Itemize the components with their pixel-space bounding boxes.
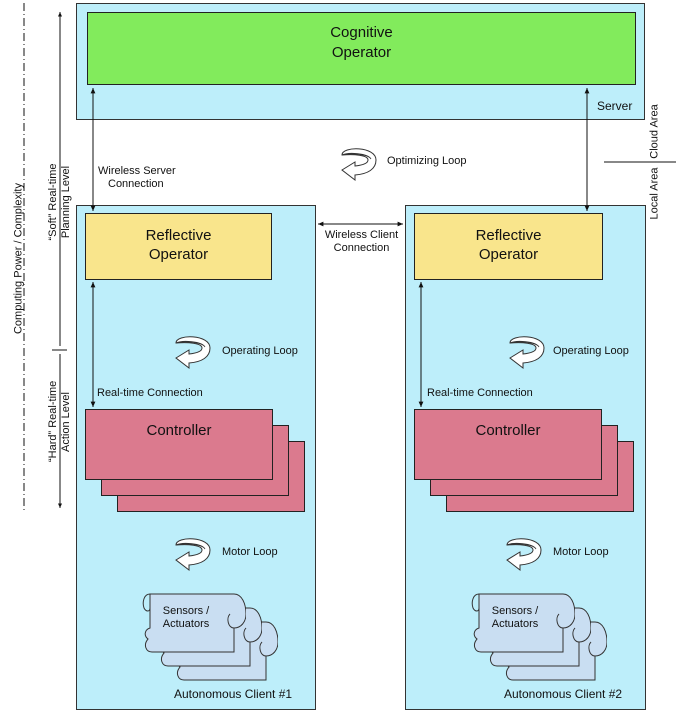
client2-realtime-connection-label: Real-time Connection	[427, 387, 533, 399]
local-area-label: Local Area	[648, 167, 661, 220]
client1-motor-loop-icon	[175, 538, 211, 571]
wireless-server-line2: Connection	[108, 178, 164, 190]
client2-operating-loop-icon	[509, 336, 545, 369]
soft-realtime-line1: “Soft” Real-time	[47, 163, 59, 241]
wireless-client-line2: Connection	[333, 242, 390, 254]
hard-realtime-label: “Hard” Real-time Action Level	[47, 380, 73, 462]
client2-controller: Controller	[414, 409, 602, 480]
wireless-client-line1: Wireless Client	[324, 229, 399, 241]
soft-realtime-line2: Planning Level	[60, 165, 72, 239]
client2-reflective-operator: Reflective Operator	[414, 213, 603, 280]
client1-sensors-line1: Sensors /	[162, 605, 210, 617]
client2-sensors-label: Sensors / Actuators	[475, 605, 555, 631]
client1-controller: Controller	[85, 409, 273, 480]
client1-controller-label: Controller	[146, 422, 212, 439]
wireless-client-connection-label: Wireless Client Connection	[318, 229, 405, 255]
wireless-server-line1: Wireless Server	[98, 165, 176, 177]
client2-label: Autonomous Client #2	[504, 687, 623, 701]
client2-motor-loop-icon	[506, 538, 542, 571]
client1-reflective-operator: Reflective Operator	[85, 213, 272, 280]
client1-operating-loop-icon	[175, 336, 211, 369]
client2-reflective-line2: Operator	[478, 246, 539, 263]
client1-reflective-line1: Reflective	[145, 227, 212, 244]
cognitive-operator-line2: Operator	[331, 44, 392, 61]
client1-sensors-label: Sensors / Actuators	[146, 605, 226, 631]
client1-sensors-line2: Actuators	[162, 618, 210, 630]
hard-realtime-line1: “Hard” Real-time	[47, 380, 59, 462]
optimizing-loop-label: Optimizing Loop	[387, 155, 467, 167]
hard-realtime-line2: Action Level	[60, 392, 72, 452]
client2-sensors-line1: Sensors /	[491, 605, 539, 617]
cognitive-operator-box: Cognitive Operator	[87, 12, 636, 85]
cognitive-operator-line1: Cognitive	[330, 24, 393, 41]
client2-controller-label: Controller	[475, 422, 541, 439]
client2-operating-loop-label: Operating Loop	[553, 345, 629, 357]
client1-operating-loop-label: Operating Loop	[222, 345, 298, 357]
soft-realtime-label: “Soft” Real-time Planning Level	[47, 162, 73, 242]
cloud-area-label: Cloud Area	[648, 104, 661, 159]
client2-motor-loop-label: Motor Loop	[553, 546, 609, 558]
wireless-server-connection-label: Wireless Server Connection	[98, 165, 176, 191]
client2-sensors-line2: Actuators	[491, 618, 539, 630]
client1-label: Autonomous Client #1	[174, 687, 293, 701]
server-label: Server	[597, 99, 633, 113]
optimizing-loop-icon	[341, 148, 377, 181]
client2-reflective-line1: Reflective	[475, 227, 542, 244]
client1-motor-loop-label: Motor Loop	[222, 546, 278, 558]
computing-power-label: Computing Power / Complexity	[12, 183, 25, 335]
client1-reflective-line2: Operator	[148, 246, 209, 263]
client1-realtime-connection-label: Real-time Connection	[97, 387, 203, 399]
